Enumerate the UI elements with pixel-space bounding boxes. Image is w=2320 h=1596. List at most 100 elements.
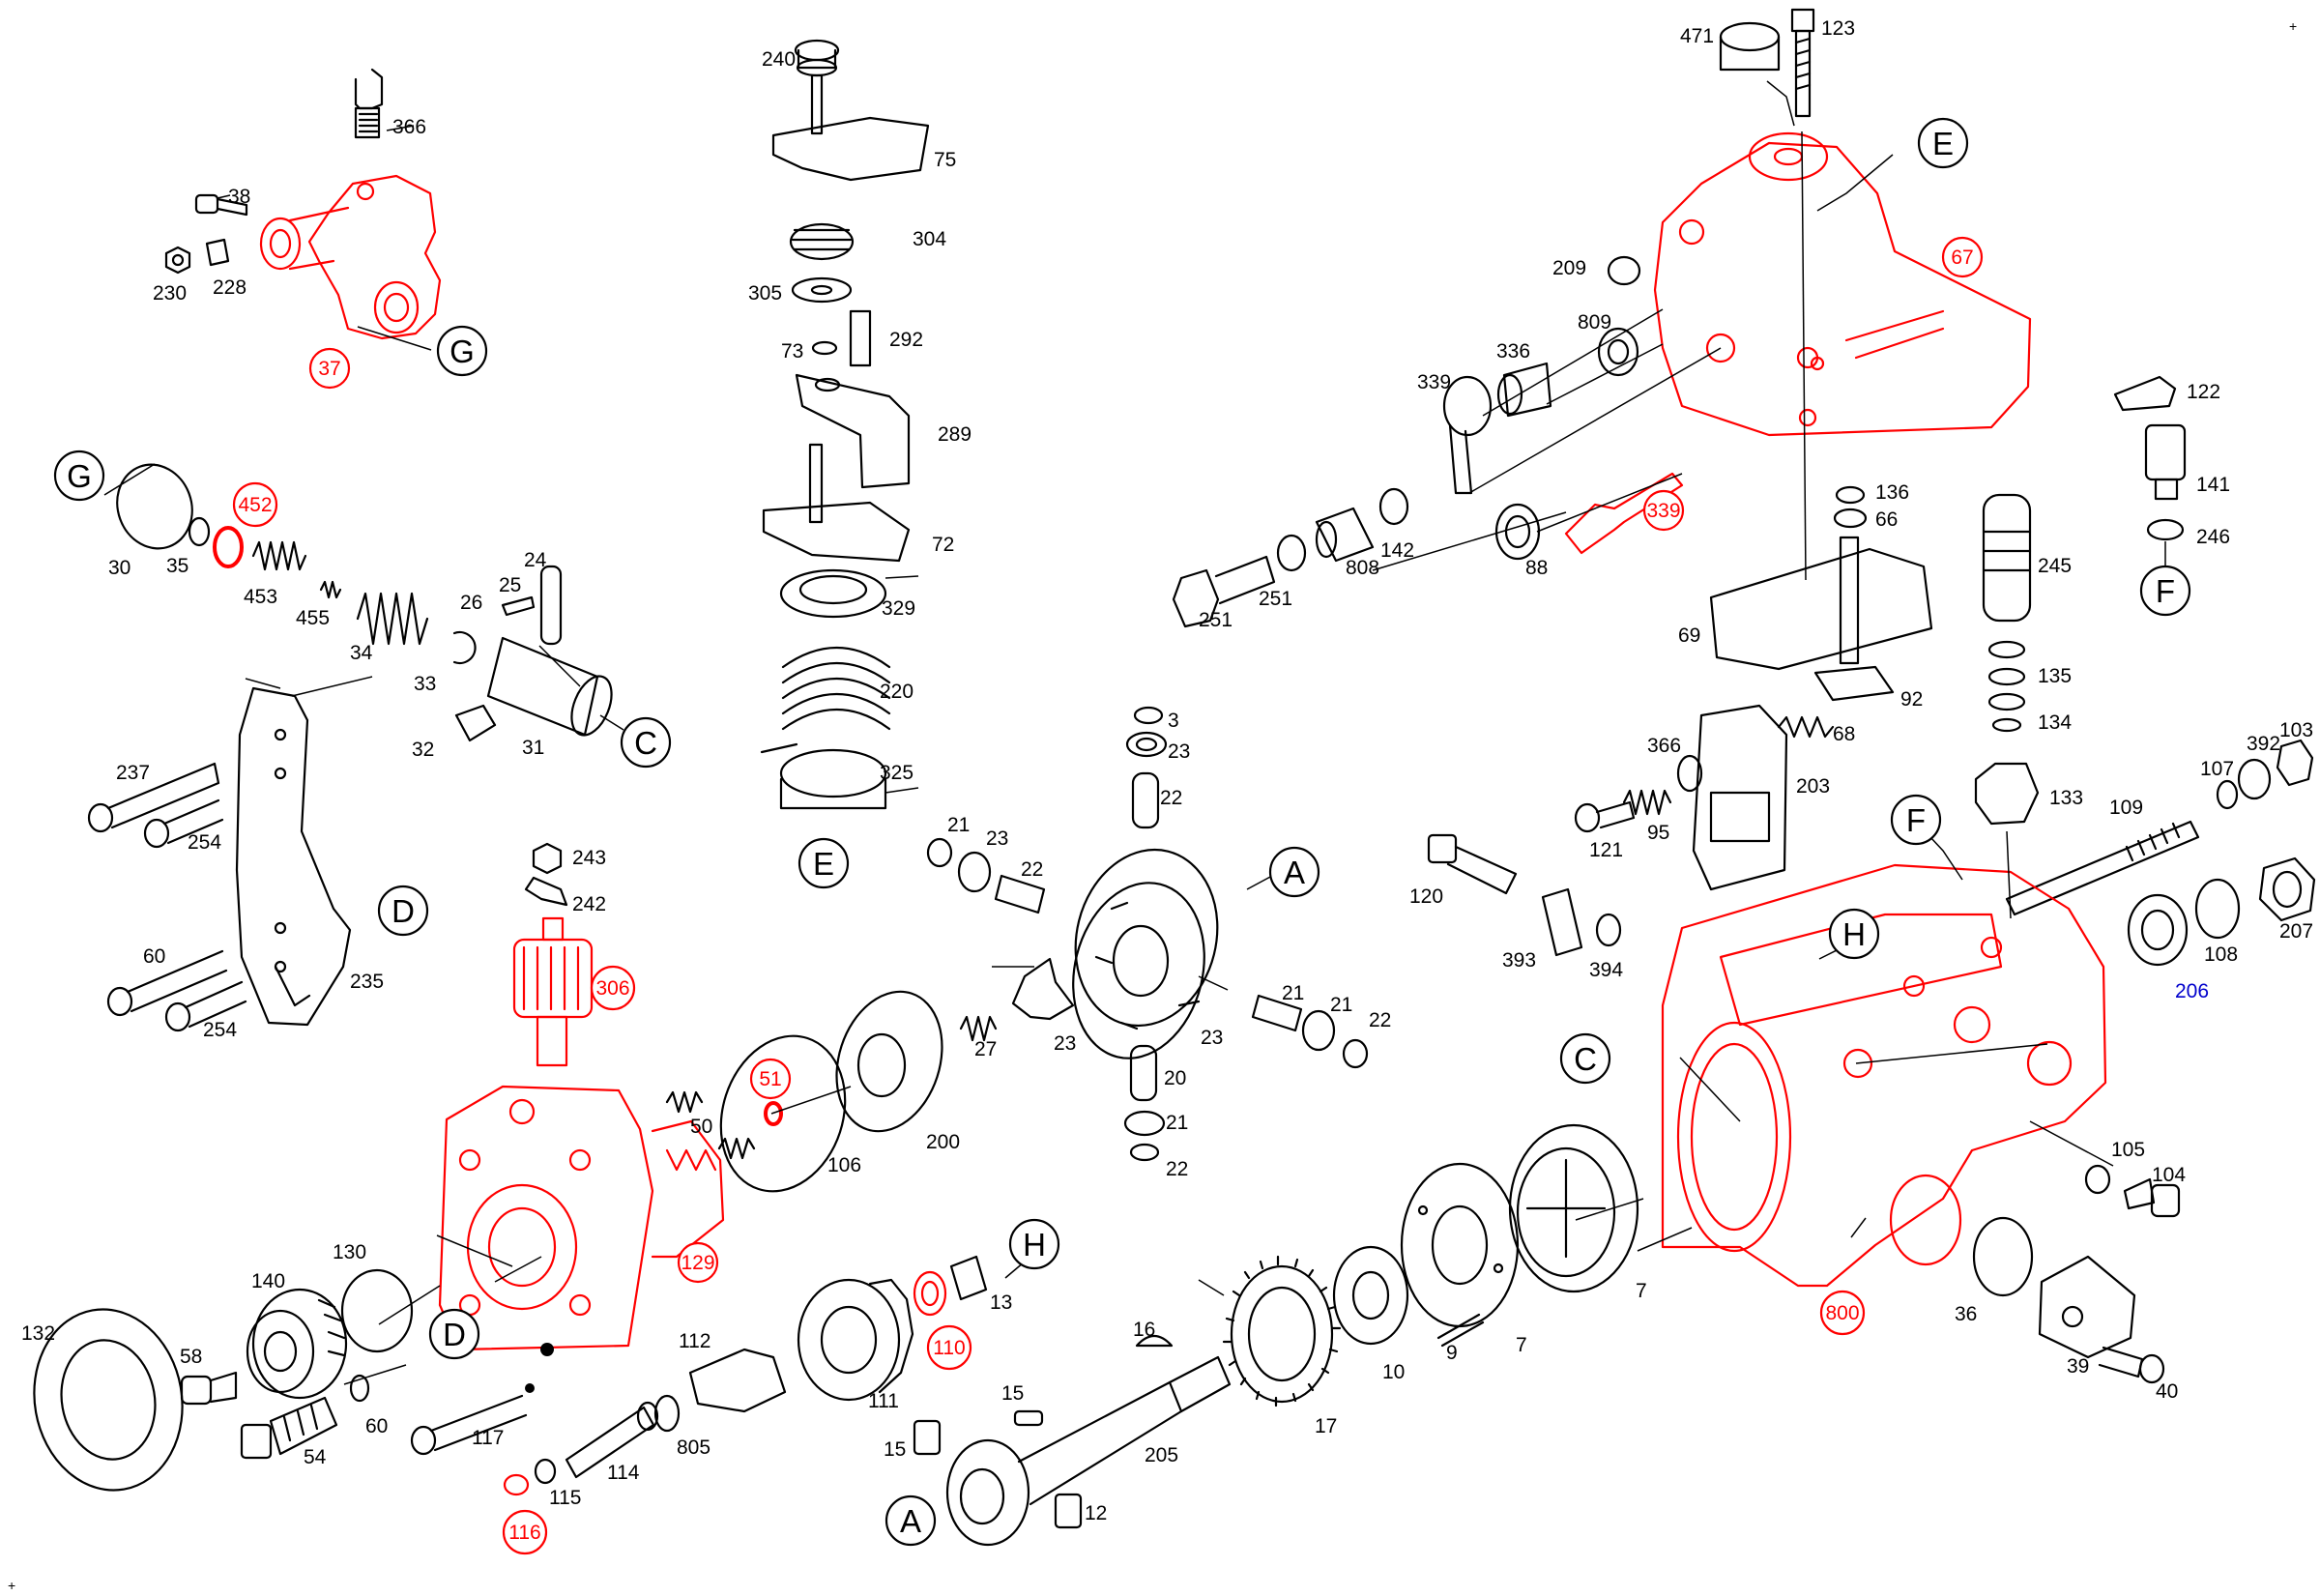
label-122: 68: [1833, 723, 1855, 745]
washer-228-drawing: [205, 238, 230, 267]
label-392: 394: [1589, 959, 1623, 981]
label-60a: 60: [143, 945, 165, 968]
ref-marker-A-lower: A: [884, 1494, 937, 1547]
pin-66-69-drawing: [1813, 485, 1895, 702]
nut-206-drawing: [2258, 856, 2316, 922]
label-25: 25: [499, 574, 521, 596]
plug-209-drawing: [1607, 255, 1641, 286]
clip-33-drawing: [452, 630, 477, 665]
label-12: 205: [1145, 1444, 1178, 1466]
svg-text:C: C: [634, 725, 657, 761]
label-109: 107: [2200, 758, 2234, 780]
svg-text:110: 110: [933, 1337, 965, 1359]
cap-130-drawing: [246, 1288, 348, 1400]
roller-ring-20-drawing: [1072, 848, 1219, 1059]
fitting-246-drawing: [2144, 423, 2187, 501]
label-366a: 366: [392, 116, 426, 138]
svg-text:E: E: [1932, 126, 1954, 161]
label-22d: 21: [1166, 1112, 1188, 1134]
spring-455-drawing: [319, 580, 342, 599]
label-32: 32: [412, 739, 434, 761]
spring-122-drawing: [1777, 715, 1835, 739]
label-38: 38: [228, 186, 250, 208]
ref-marker-F-housing: F: [1890, 794, 1942, 846]
label-366b: 133: [2049, 787, 2083, 809]
label-251b: 251: [1259, 588, 1292, 610]
sleeve-31-drawing: [486, 636, 613, 737]
label-140: 132: [21, 1322, 55, 1345]
label-110: 13: [990, 1291, 1012, 1314]
callout-88: 339: [1642, 489, 1685, 532]
label-16: 17: [1315, 1415, 1337, 1437]
label-116: 115: [549, 1487, 581, 1509]
ref-marker-G-left: G: [53, 450, 105, 502]
label-21a: 22: [1160, 787, 1182, 809]
svg-text:F: F: [1906, 802, 1926, 838]
label-808: 88: [1525, 557, 1548, 579]
ref-marker-E-mid: E: [798, 837, 850, 889]
label-235: 235: [350, 971, 384, 993]
svg-text:67: 67: [1951, 247, 1973, 269]
ref-marker-C-right: C: [1559, 1032, 1611, 1085]
label-134: 135: [2038, 665, 2072, 687]
label-72: 72: [932, 534, 954, 556]
plug-104-drawing: [2123, 1177, 2181, 1218]
label-455: 455: [296, 607, 330, 629]
washer-251a-drawing: [1378, 487, 1409, 526]
svg-text:G: G: [67, 458, 92, 494]
label-51: 106: [827, 1154, 861, 1176]
label-237: 237: [116, 762, 150, 784]
shaft-108-drawing: [2005, 820, 2200, 916]
label-60b: 117: [472, 1427, 504, 1449]
distributor-head-50-drawing: [438, 1085, 725, 1351]
label-13: 15: [1001, 1382, 1024, 1405]
label-22b: 23: [986, 827, 1008, 850]
label-220: 220: [880, 681, 914, 703]
label-69: 66: [1875, 508, 1898, 531]
callout-37: 37: [308, 347, 351, 390]
fitting-336-drawing: [1496, 362, 1552, 418]
banjo-339-drawing: [1442, 375, 1493, 495]
label-206: 207: [2279, 920, 2313, 943]
gear-16-drawing: [1222, 1255, 1342, 1407]
seal-140-drawing: [33, 1308, 184, 1492]
coupling-27-drawing: [1011, 957, 1075, 1021]
screw-38-drawing: [194, 193, 248, 217]
lever-141-drawing: [2113, 375, 2177, 412]
rollers-21-22-23-drawing: [926, 706, 1369, 1162]
label-805: 112: [679, 1330, 710, 1352]
label-23a: 3: [1168, 710, 1179, 732]
valve-106-drawing: [665, 1090, 756, 1160]
label-31: 31: [522, 737, 544, 759]
label-203: 366: [1647, 735, 1681, 757]
pin-120-drawing: [1574, 800, 1636, 833]
ref-marker-A-upper: A: [1268, 846, 1320, 898]
washer-17-drawing: [1332, 1245, 1409, 1346]
label-135: 245: [2038, 555, 2072, 577]
callout-52: 51: [749, 1058, 792, 1100]
label-245: 246: [2196, 526, 2230, 548]
key-13-drawing: [1013, 1409, 1044, 1427]
screw-254b-drawing: [164, 980, 247, 1032]
wheel-7-drawing: [1508, 1123, 1639, 1293]
ref-marker-H-pump: H: [1008, 1218, 1060, 1270]
label-34: 34: [350, 642, 373, 664]
valve-116-drawing: [534, 1458, 557, 1485]
screw-40-drawing: [2098, 1346, 2165, 1384]
shim-15a-drawing: [913, 1419, 942, 1456]
cover-39-drawing: [2038, 1255, 2136, 1359]
label-35: 35: [166, 555, 188, 577]
label-17: 10: [1382, 1361, 1405, 1383]
valve-housing-37-drawing: [259, 174, 442, 340]
label-68: 92: [1900, 688, 1923, 711]
svg-text:D: D: [443, 1317, 466, 1352]
label-21b: 22: [1021, 858, 1043, 881]
label-133: 134: [2038, 711, 2072, 734]
corner-mark-top-right: +: [2289, 18, 2297, 34]
label-15a: 15: [884, 1438, 906, 1461]
screw-393-drawing: [1427, 833, 1518, 895]
o-ring-30-drawing: [116, 463, 193, 550]
svg-text:D: D: [392, 893, 415, 929]
terminal-242-drawing: [524, 876, 568, 907]
screw-60a-drawing: [106, 949, 228, 1017]
